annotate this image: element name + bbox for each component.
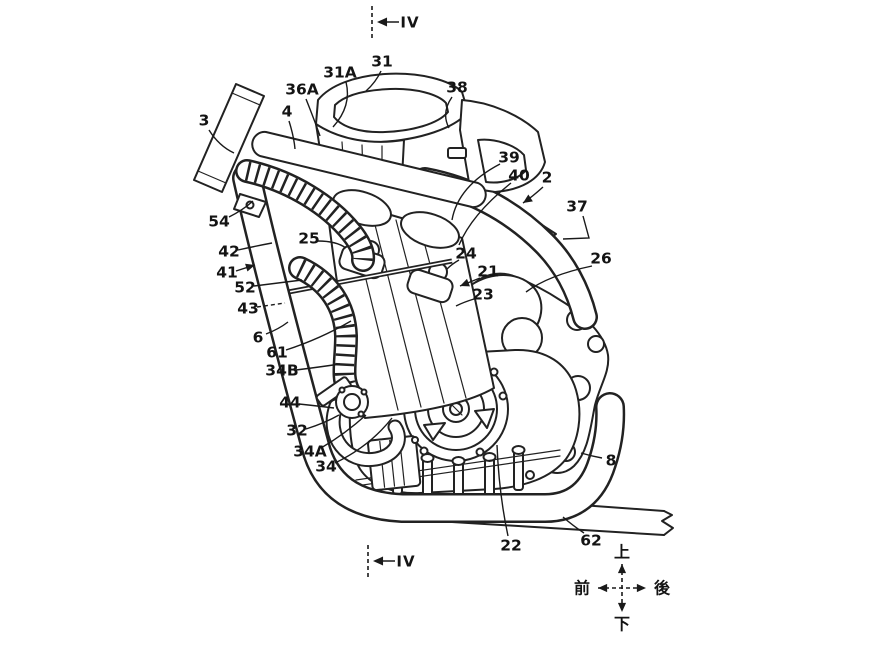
air-cleaner-lid — [333, 87, 449, 134]
ref-label-24: 24 — [455, 245, 477, 263]
ref-label-34: 34 — [315, 458, 337, 476]
leader-line-37 — [562, 215, 590, 240]
leader-line-52 — [253, 279, 303, 287]
front-frame — [193, 83, 626, 523]
ref-label-25: 25 — [298, 230, 320, 248]
ref-label-31: 31 — [371, 53, 393, 71]
ref-label-41: 41 — [216, 264, 238, 282]
ref-label-31A: 31A — [323, 64, 357, 82]
ref-label-8: 8 — [606, 452, 617, 470]
leader-line-43 — [256, 302, 286, 308]
compass-label-front: 前 — [574, 579, 590, 598]
leader-line-24 — [446, 259, 460, 270]
fuel-rail — [261, 258, 453, 300]
leader-line-8 — [580, 452, 603, 459]
air-cleaner-box — [315, 72, 546, 193]
compass-label-rear: 後 — [654, 579, 671, 598]
ref-label-61: 61 — [266, 344, 288, 362]
ref-label-36A: 36A — [285, 81, 319, 99]
ref-label-3: 3 — [199, 112, 210, 130]
leader-line-61 — [285, 320, 352, 351]
leader-line-34B — [295, 363, 341, 371]
compass-label-up: 上 — [614, 543, 630, 562]
leader-line-23 — [455, 298, 475, 307]
ref-label-42: 42 — [218, 243, 240, 261]
leader-line-44 — [298, 403, 335, 409]
section-marker-iv-top: IV — [371, 6, 419, 40]
leader-line-25 — [317, 240, 347, 249]
leader-arrowhead — [373, 556, 384, 566]
ref-label-22: 22 — [500, 537, 522, 555]
ref-label-26: 26 — [590, 250, 612, 268]
leader-line-6 — [265, 321, 289, 335]
leader-line-4 — [288, 120, 296, 150]
leader-line-32 — [305, 414, 340, 430]
frame-gusset — [233, 193, 267, 218]
leader-arrowhead — [636, 583, 646, 593]
leader-line-42 — [237, 242, 273, 251]
ref-label-40: 40 — [508, 167, 530, 185]
water-pump — [315, 376, 406, 468]
leader-line-38 — [444, 96, 453, 129]
ref-label-62: 62 — [580, 532, 602, 550]
leader-line-31 — [365, 70, 382, 92]
leader-arrowhead — [377, 17, 388, 27]
leader-line-34A — [320, 414, 367, 449]
leader-line-39 — [451, 163, 501, 221]
ref-label-32: 32 — [286, 422, 308, 440]
main-tube — [251, 130, 487, 209]
ref-label-34B: 34B — [265, 362, 298, 380]
leader-line-36A — [305, 98, 321, 137]
leader-line-34 — [334, 417, 393, 464]
ref-label-38: 38 — [446, 79, 468, 97]
ref-label-2: 2 — [542, 169, 553, 187]
ref-label-37: 37 — [566, 198, 588, 216]
section-marker-label: IV — [400, 14, 419, 32]
down-tube-and-bottom-rail — [232, 163, 626, 523]
leader-arrowhead — [617, 564, 627, 574]
ref-label-44: 44 — [279, 394, 301, 412]
leader-line-26 — [525, 265, 593, 293]
leader-arrowhead — [245, 263, 255, 272]
section-marker-iv-bottom: IV — [367, 545, 415, 579]
ref-label-52: 52 — [234, 279, 256, 297]
ref-label-21: 21 — [477, 263, 499, 281]
section-marker-label: IV — [396, 553, 415, 571]
ref-label-34A: 34A — [293, 443, 327, 461]
leader-arrowhead — [523, 194, 533, 203]
leader-line-54 — [228, 200, 254, 218]
leader-line-22 — [496, 444, 509, 537]
leader-arrowhead — [460, 278, 470, 287]
orientation-compass: 上下 前 後 — [574, 543, 671, 634]
compass-label-down: 下 — [614, 615, 630, 634]
ref-label-23: 23 — [472, 286, 494, 304]
ref-label-54: 54 — [208, 213, 230, 231]
leader-line-62 — [562, 516, 585, 534]
steering-head-tube — [193, 83, 265, 193]
ref-label-39: 39 — [498, 149, 520, 167]
leader-arrowhead — [617, 602, 627, 612]
ref-label-43: 43 — [237, 300, 259, 318]
leader-arrowhead — [598, 583, 608, 593]
ref-label-6: 6 — [253, 329, 264, 347]
leader-line-3 — [208, 129, 235, 154]
leader-line-31A — [332, 81, 349, 128]
leader-line-40 — [458, 182, 512, 246]
ref-label-4: 4 — [282, 103, 293, 121]
